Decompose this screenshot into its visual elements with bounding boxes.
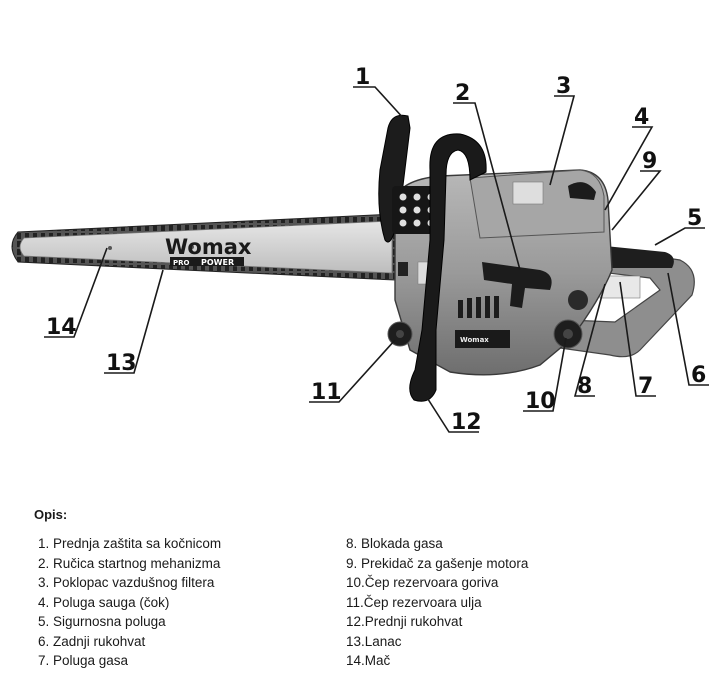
callout-7: 7 [638, 374, 653, 399]
legend-left-column: 1. Prednja zaštita sa kočnicom 2. Ručica… [38, 534, 221, 671]
legend-item: 13.Lanac [346, 633, 402, 649]
legend-title: Opis: [34, 507, 68, 522]
callout-8: 8 [577, 374, 592, 399]
callout-1: 1 [355, 65, 370, 90]
legend-item: 4. Poluga sauga (čok) [38, 594, 170, 610]
legend-item: 7. Poluga gasa [38, 653, 129, 668]
callout-3: 3 [556, 74, 571, 99]
callout-9: 9 [642, 149, 657, 174]
callout-2: 2 [455, 81, 470, 106]
engine-housing: Womax [387, 169, 613, 376]
leader-lines [44, 86, 709, 433]
callout-14: 14 [46, 315, 77, 340]
callout-10: 10 [525, 389, 556, 414]
callout-13: 13 [106, 351, 137, 376]
legend-item: 10.Čep rezervoara goriva [346, 575, 499, 590]
legend-item: 3. Poklopac vazdušnog filtera [38, 575, 215, 590]
legend-item: 1. Prednja zaštita sa kočnicom [38, 536, 222, 551]
callout-numbers: 1 2 3 4 5 6 7 8 9 10 11 12 13 14 [46, 65, 706, 435]
guide-bar: Womax PRO POWER [11, 213, 396, 281]
legend-item: 11.Čep rezervoara ulja [346, 594, 482, 610]
front-handle-shape [409, 133, 487, 402]
legend-item: 8. Blokada gasa [346, 536, 443, 551]
legend-right-column: 8. Blokada gasa 9. Prekidač za gašenje m… [346, 534, 528, 671]
legend-item: 6. Zadnji rukohvat [38, 633, 146, 649]
brand-name: Womax [165, 235, 252, 259]
svg-text:Womax: Womax [460, 336, 489, 344]
legend-item: 14.Mač [346, 653, 391, 668]
legend-item: 2. Ručica startnog mehanizma [38, 555, 221, 571]
callout-12: 12 [451, 410, 482, 435]
legend-item: 5. Sigurnosna poluga [38, 614, 166, 629]
callout-6: 6 [691, 363, 706, 388]
chainsaw-diagram: Womax PRO POWER Womax [11, 65, 709, 435]
callout-5: 5 [687, 206, 702, 231]
callout-4: 4 [634, 105, 649, 130]
brand-line-left: PRO [173, 259, 190, 267]
brand-line-right: POWER [201, 258, 234, 267]
legend-item: 9. Prekidač za gašenje motora [346, 555, 529, 571]
legend-item: 12.Prednji rukohvat [346, 614, 463, 629]
callout-11: 11 [311, 380, 342, 405]
